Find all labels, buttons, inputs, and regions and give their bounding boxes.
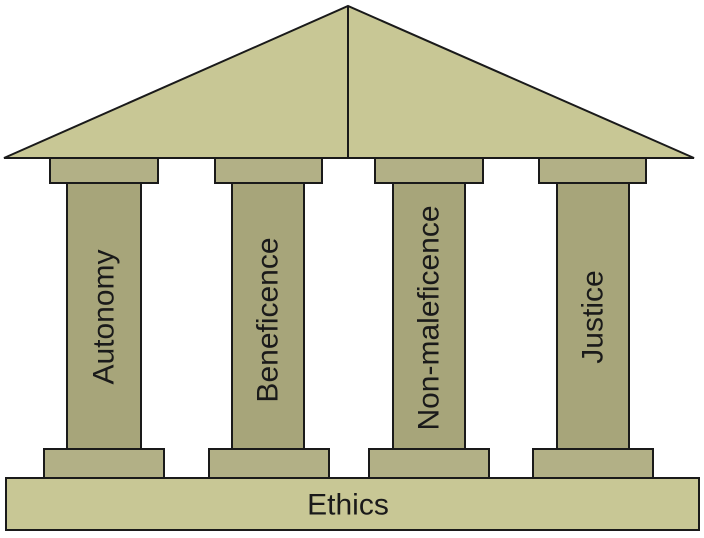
pillar-capital bbox=[374, 157, 484, 184]
pillar-column bbox=[66, 182, 142, 450]
pillar-autonomy: Autonomy bbox=[43, 157, 165, 479]
pillar-capital bbox=[49, 157, 159, 184]
base-platform bbox=[5, 477, 700, 531]
pillar-label: Justice bbox=[577, 270, 610, 363]
pillar-justice: Justice bbox=[532, 157, 654, 479]
pillar-plinth bbox=[208, 448, 330, 479]
pillar-plinth bbox=[532, 448, 654, 479]
pillar-non-maleficence: Non-maleficence bbox=[368, 157, 490, 479]
pillar-capital bbox=[214, 157, 323, 184]
pillar-label: Non-maleficence bbox=[413, 205, 446, 430]
pillar-capital bbox=[538, 157, 647, 184]
pillar-beneficence: Beneficence bbox=[208, 157, 330, 479]
pillar-column bbox=[231, 182, 305, 450]
base-label: Ethics bbox=[307, 489, 389, 522]
pillar-plinth bbox=[368, 448, 490, 479]
pillar-plinth bbox=[43, 448, 165, 479]
pillar-column bbox=[392, 182, 466, 450]
pillar-label: Autonomy bbox=[88, 249, 121, 384]
pillar-label: Beneficence bbox=[252, 237, 285, 402]
